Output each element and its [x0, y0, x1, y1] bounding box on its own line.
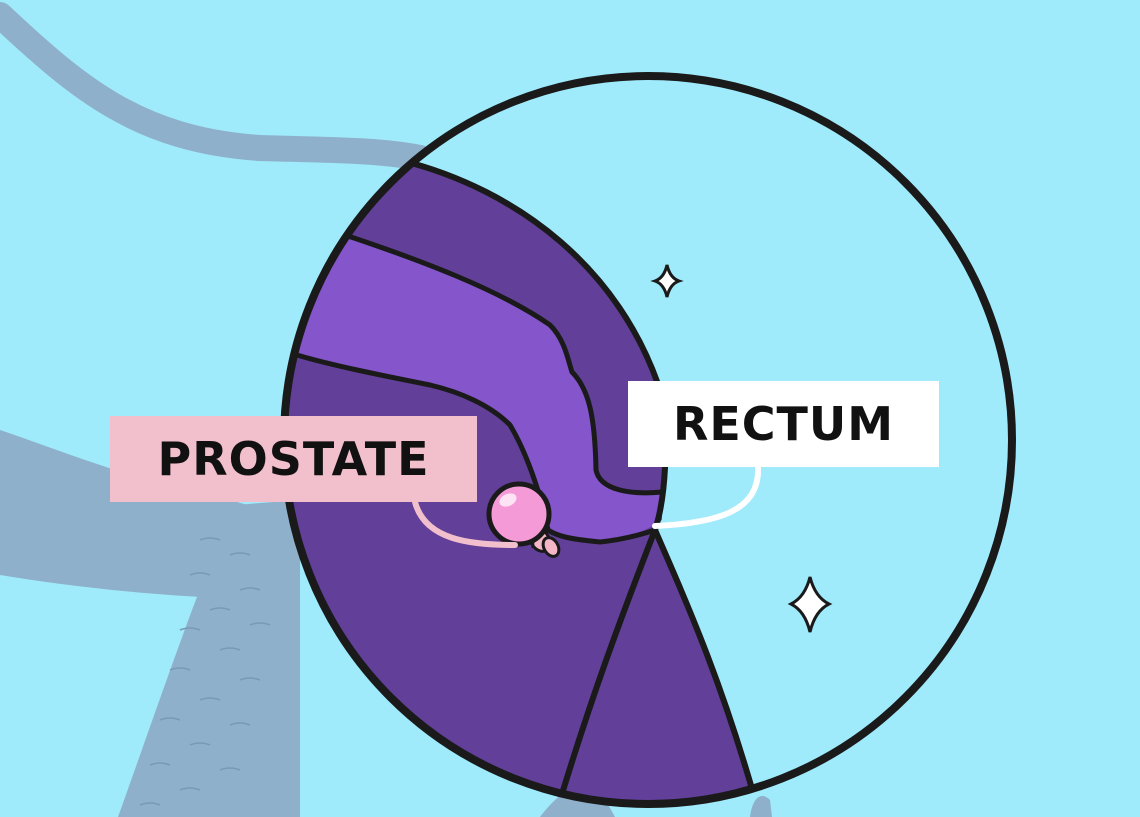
rectum-label: RECTUM	[628, 381, 939, 467]
prostate-label: PROSTATE	[110, 416, 477, 502]
body-hair	[139, 537, 271, 806]
sparkle-icon	[787, 576, 833, 633]
rectum-leader-line	[652, 464, 762, 529]
body-silhouette	[0, 2, 772, 817]
prostate-gland	[486, 481, 561, 558]
sparkle-icon	[650, 264, 684, 298]
prostate-leader-line	[412, 499, 518, 548]
